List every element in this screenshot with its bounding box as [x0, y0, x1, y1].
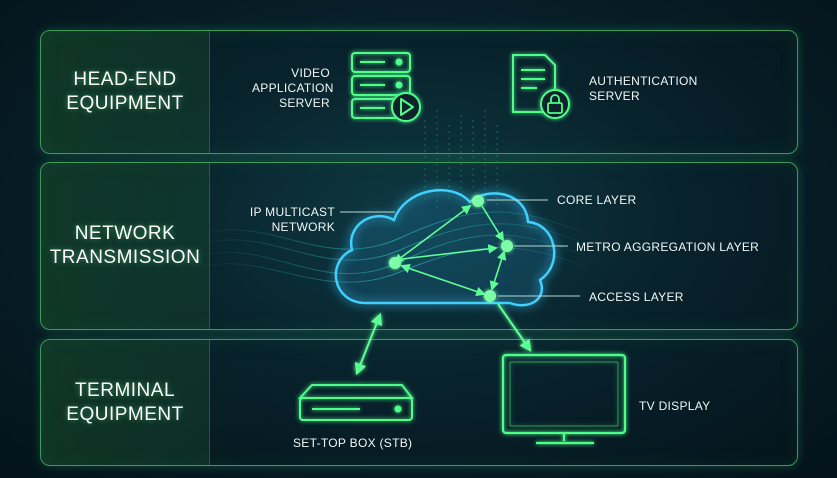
core-layer-label: CORE LAYER: [557, 193, 637, 207]
cloud-icon: [334, 188, 556, 307]
set-top-box-icon: [297, 384, 415, 421]
section-title-terminal: TERMINAL EQUIPMENT: [66, 379, 184, 425]
data-stream-decoration: [424, 110, 498, 210]
video-server-label: VIDEO APPLICATION SERVER: [252, 66, 334, 110]
access-node: [484, 290, 496, 302]
section-title-headend: HEAD-END EQUIPMENT: [66, 69, 184, 114]
headend-label-col: HEAD-END EQUIPMENT: [41, 31, 210, 153]
arrow-access-to-tv: [497, 303, 532, 352]
leader-lines: [340, 199, 580, 297]
arrow-network-stb: [354, 312, 383, 376]
document-server-icon: [512, 54, 556, 113]
network-nodes: [389, 195, 513, 302]
section-title-network: NETWORK TRANSMISSION: [49, 223, 201, 268]
multicast-node: [389, 257, 401, 269]
network-label-col: NETWORK TRANSMISSION: [41, 163, 210, 329]
terminal-label-col: TERMINAL EQUIPMENT: [41, 340, 210, 465]
access-layer-label: ACCESS LAYER: [589, 290, 684, 304]
core-node: [472, 195, 484, 207]
tv-icon: [501, 353, 627, 445]
terminal-panel: TERMINAL EQUIPMENT: [40, 339, 798, 466]
metro-layer-label: METRO AGGREGATION LAYER: [576, 240, 760, 254]
metro-node: [501, 240, 513, 252]
tv-label: TV DISPLAY: [639, 399, 711, 413]
stb-label: SET-TOP BOX (STB): [293, 436, 413, 450]
headend-panel: HEAD-END EQUIPMENT: [40, 30, 798, 154]
play-icon: [391, 92, 421, 122]
network-links: [393, 204, 507, 297]
lock-icon: [540, 89, 570, 119]
server-rack-icon: [351, 52, 411, 119]
auth-server-label: AUTHENTICATION SERVER: [589, 74, 698, 103]
multicast-label: IP MULTICAST NETWORK: [249, 205, 335, 234]
